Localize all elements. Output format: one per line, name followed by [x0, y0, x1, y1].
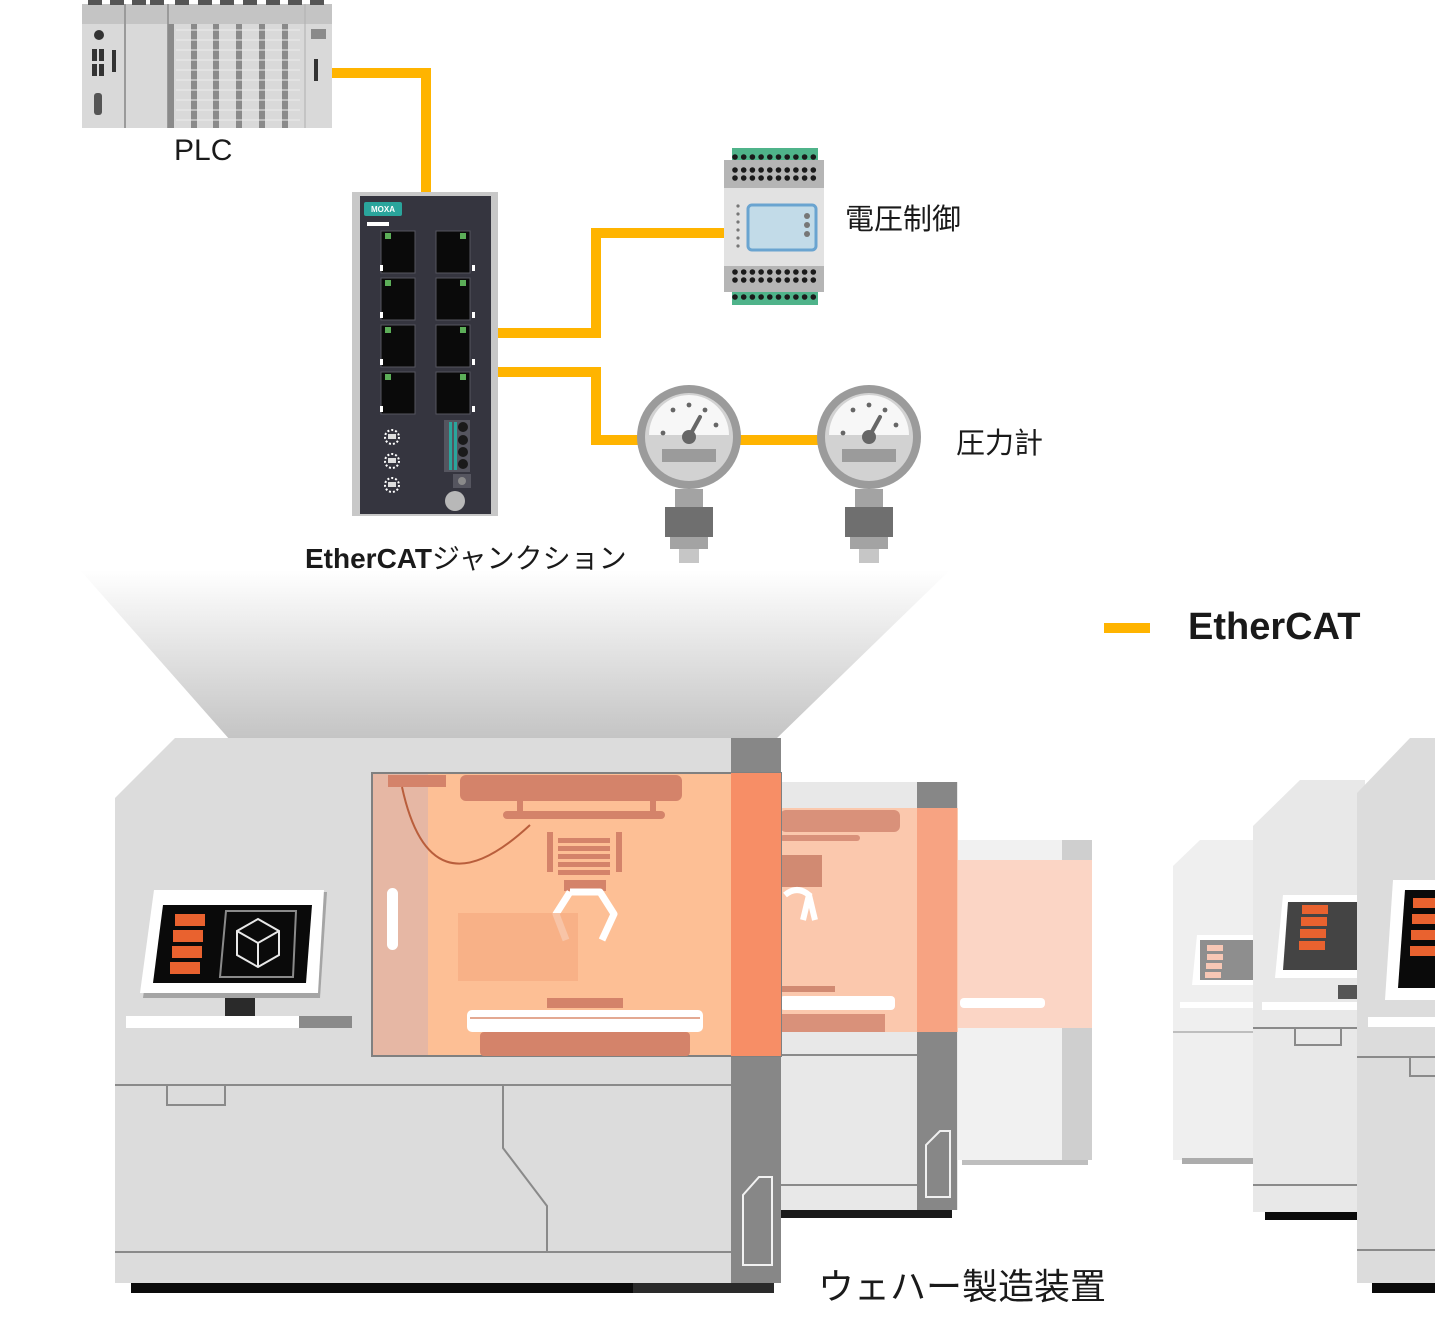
cube-icon — [236, 917, 280, 969]
ethercat-cables — [330, 68, 820, 445]
legend-swatch-ethercat — [1104, 622, 1150, 633]
rj45-ports — [380, 230, 475, 415]
process-chamber — [371, 772, 782, 1057]
wafer-machine-right-2 — [1253, 780, 1365, 1220]
rj45-port[interactable] — [435, 230, 475, 274]
din-rail-module-icon[interactable] — [724, 148, 824, 305]
rj45-port[interactable] — [380, 371, 416, 415]
ethernet-switch-icon[interactable]: MOXA — [352, 192, 498, 516]
cable-junction-gauge1 — [498, 367, 640, 445]
plc-label: PLC — [174, 134, 233, 167]
rj45-port[interactable] — [380, 277, 416, 321]
wafer-equipment-label: ウェハー製造装置 — [818, 1267, 1107, 1308]
legend-label-ethercat: EtherCAT — [1188, 606, 1361, 648]
terminal-screws — [732, 154, 817, 300]
cable-plc-junction — [330, 68, 431, 196]
pressure-gauge-icon[interactable] — [637, 385, 741, 563]
voltage-control-label: 電圧制御 — [845, 202, 962, 236]
wafer-machine-far — [955, 840, 1092, 1165]
legend: EtherCAT — [1104, 606, 1360, 649]
pressure-gauge-label: 圧力計 — [956, 426, 1044, 460]
wafer-machine-right-1 — [1173, 840, 1260, 1164]
spotlight-beam — [80, 570, 950, 740]
wafer-machine-middle — [780, 782, 958, 1218]
rj45-port[interactable] — [435, 371, 475, 415]
junction-label: EtherCATジャンクション — [305, 537, 627, 577]
pressure-gauge-icon[interactable] — [817, 385, 921, 563]
rj45-port[interactable] — [435, 277, 475, 321]
plc-rack-icon[interactable] — [82, 0, 332, 128]
junction-label-latin: EtherCAT — [305, 543, 433, 574]
wafer-machine-right-3 — [1357, 738, 1435, 1293]
wafer-machine-icon[interactable] — [115, 738, 782, 1293]
cable-junction-voltage — [498, 228, 728, 338]
rj45-port[interactable] — [380, 324, 416, 368]
junction-label-jp: ジャンクション — [432, 543, 627, 574]
rj45-port[interactable] — [435, 324, 475, 368]
control-monitor[interactable] — [126, 890, 352, 1028]
rj45-port[interactable] — [380, 230, 416, 274]
brand-logo: MOXA — [371, 205, 395, 214]
